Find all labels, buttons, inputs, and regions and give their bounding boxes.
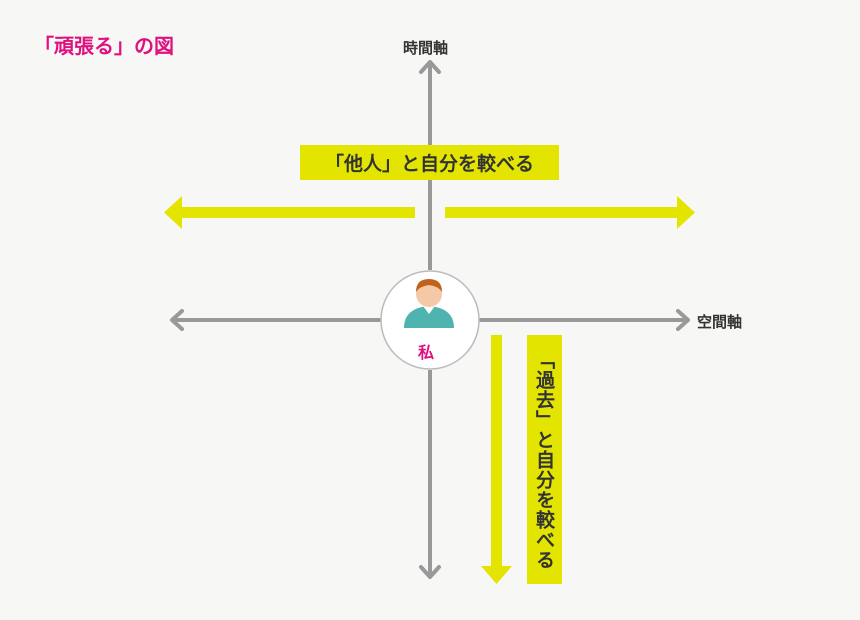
space-axis-label: 空間軸 bbox=[697, 313, 743, 331]
person-icon bbox=[404, 279, 454, 328]
others-arrow-left-shaft bbox=[180, 207, 415, 218]
others-arrow-right-shaft bbox=[445, 207, 680, 218]
others-arrow-left-head bbox=[164, 196, 182, 229]
past-arrow-shaft bbox=[491, 335, 502, 570]
center-label: 私 bbox=[418, 343, 435, 362]
space-axis-arrow-left bbox=[170, 309, 184, 331]
others-arrow-right-head bbox=[677, 196, 695, 229]
time-axis-label: 時間軸 bbox=[403, 39, 449, 57]
space-axis-arrow-right bbox=[676, 309, 690, 331]
diagram-title: 「頑張る」の図 bbox=[34, 34, 174, 58]
others-comparison-label: 「他人」と自分を較べる bbox=[300, 145, 559, 180]
past-arrow-head bbox=[481, 566, 512, 584]
time-axis-arrow-up bbox=[419, 60, 441, 74]
time-axis-arrow-down bbox=[419, 565, 441, 579]
past-comparison-label: 「過去」と自分を較べる bbox=[527, 335, 562, 584]
